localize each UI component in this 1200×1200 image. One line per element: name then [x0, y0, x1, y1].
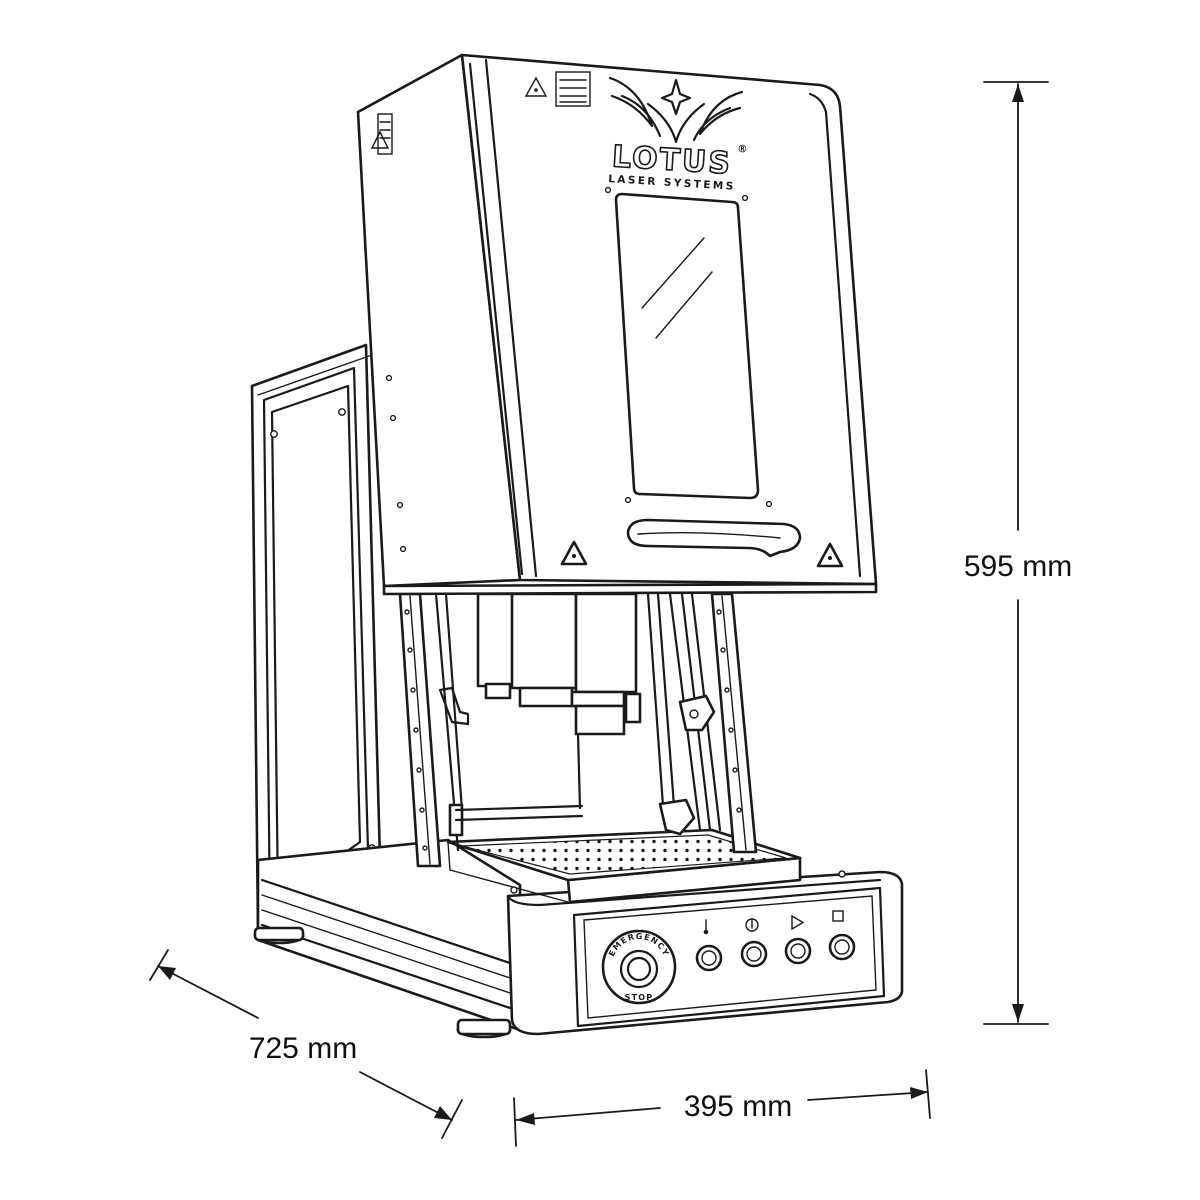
laser-warning-icon	[560, 540, 844, 568]
emergency-stop-button[interactable]: EMERGENCY STOP	[601, 929, 677, 1005]
height-dimension-label: 595 mm	[964, 550, 1072, 583]
hood	[356, 53, 878, 596]
column-left	[398, 592, 470, 868]
depth-dimension: 725 mm	[149, 949, 463, 1139]
stop-icon	[832, 910, 844, 922]
column-right	[646, 592, 758, 854]
emergency-stop-label-bottom: STOP	[625, 993, 654, 1002]
work-table	[446, 828, 846, 904]
width-dimension-label: 395 mm	[684, 1090, 792, 1123]
height-dimension: 595 mm	[964, 81, 1072, 1025]
width-dimension: 395 mm	[513, 1069, 931, 1147]
stop-button[interactable]	[828, 933, 856, 961]
viewing-window	[604, 186, 773, 508]
temperature-button[interactable]	[695, 944, 723, 972]
rear-frame	[250, 343, 382, 932]
side-warning-label	[370, 113, 393, 155]
start-button[interactable]	[784, 937, 812, 965]
base-rail	[253, 838, 522, 1039]
temperature-icon	[703, 919, 709, 935]
laser-head	[454, 592, 642, 822]
control-panel: EMERGENCY STOP	[601, 910, 856, 1005]
power-icon	[745, 918, 759, 932]
power-button[interactable]	[740, 940, 768, 968]
play-icon	[791, 914, 805, 931]
logo-registered: ®	[737, 143, 751, 156]
depth-dimension-label: 725 mm	[249, 1032, 357, 1065]
door-handle[interactable]	[626, 518, 802, 558]
front-warning-label	[524, 71, 591, 107]
logo-brand: LOTUS	[611, 139, 733, 181]
